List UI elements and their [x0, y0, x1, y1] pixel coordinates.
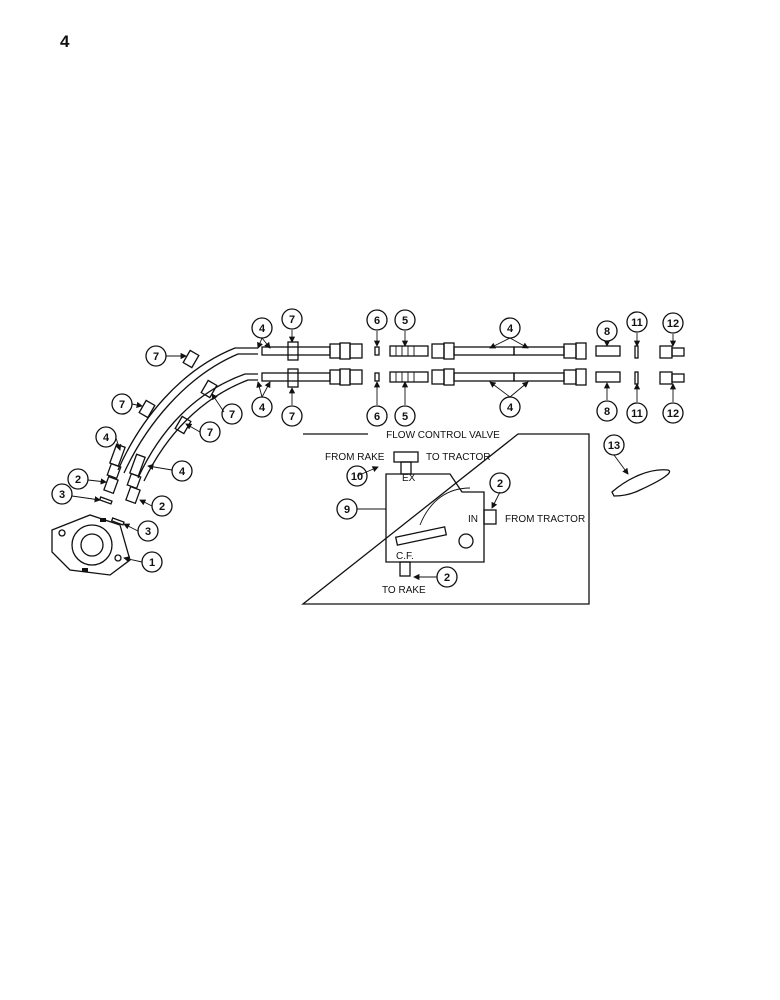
washers: [374, 346, 380, 382]
callout-7-a: 7: [281, 308, 303, 330]
svg-text:9: 9: [344, 504, 350, 516]
svg-text:7: 7: [153, 351, 159, 363]
callout-2-c: 2: [489, 472, 511, 494]
svg-text:4: 4: [103, 432, 110, 444]
callout-7-c: 7: [145, 345, 167, 367]
callout-12-b: 12: [662, 402, 684, 424]
callout-13: 13: [603, 434, 625, 456]
label-from-tractor: FROM TRACTOR: [505, 514, 585, 525]
label-to-rake: TO RAKE: [382, 585, 426, 596]
couplers-8: [595, 345, 621, 383]
svg-text:7: 7: [289, 411, 295, 423]
callout-7-b: 7: [281, 405, 303, 427]
svg-text:12: 12: [667, 318, 679, 330]
callout-12-a: 12: [662, 312, 684, 334]
svg-text:2: 2: [75, 474, 81, 486]
callout-11-a: 11: [626, 311, 648, 333]
svg-text:12: 12: [667, 408, 679, 420]
callout-4-a: 4: [251, 317, 273, 339]
label-from-rake-top: FROM RAKE: [325, 452, 385, 463]
callout-11-b: 11: [626, 402, 648, 424]
svg-text:4: 4: [259, 402, 266, 414]
callout-6-a: 6: [366, 309, 388, 331]
label-port-ex: EX: [402, 473, 416, 484]
svg-text:5: 5: [402, 315, 408, 327]
callout-leaders: [71, 330, 677, 581]
svg-text:4: 4: [507, 323, 514, 335]
hose-ferrules-motor-end: [106, 443, 146, 490]
callout-7-f: 7: [199, 421, 221, 443]
callout-9: 9: [336, 498, 358, 520]
svg-text:6: 6: [374, 411, 380, 423]
callout-4-e: 4: [95, 426, 117, 448]
callout-4-b: 4: [499, 317, 521, 339]
tips-12: [659, 345, 685, 385]
callout-10: 10: [346, 465, 368, 487]
svg-text:4: 4: [507, 402, 514, 414]
adapters-5: [389, 345, 429, 383]
flow-control-valve-title: FLOW CONTROL VALVE: [386, 430, 500, 441]
adapters-2-motor: [103, 475, 141, 505]
svg-text:11: 11: [631, 408, 643, 420]
callout-7-d: 7: [111, 393, 133, 415]
svg-text:8: 8: [604, 326, 610, 338]
label-to-tractor: TO TRACTOR: [426, 452, 490, 463]
svg-text:7: 7: [289, 314, 295, 326]
page-number: 4: [60, 32, 70, 51]
callout-2-a: 2: [67, 468, 89, 490]
svg-text:8: 8: [604, 406, 610, 418]
svg-text:7: 7: [229, 409, 235, 421]
svg-text:7: 7: [119, 399, 125, 411]
callout-4-d: 4: [499, 396, 521, 418]
hose-assembly-lower: [137, 368, 587, 482]
callout-8-b: 8: [596, 400, 618, 422]
label-port-in: IN: [468, 514, 478, 525]
hose-assembly-upper: [117, 342, 587, 474]
svg-text:2: 2: [444, 572, 450, 584]
hydraulic-motor-1: [51, 514, 131, 576]
svg-text:7: 7: [207, 427, 213, 439]
svg-text:4: 4: [259, 323, 266, 335]
callout-5-a: 5: [394, 309, 416, 331]
callout-5-b: 5: [394, 405, 416, 427]
callout-2-d: 2: [436, 566, 458, 588]
label-port-cf: C.F.: [396, 551, 414, 562]
callout-2-b: 2: [151, 495, 173, 517]
svg-text:6: 6: [374, 315, 380, 327]
svg-text:2: 2: [497, 478, 503, 490]
svg-text:3: 3: [59, 489, 65, 501]
callout-8-a: 8: [596, 320, 618, 342]
callout-7-e: 7: [221, 403, 243, 425]
callout-1: 1: [141, 551, 163, 573]
flow-control-valve-inset: FLOW CONTROL VALVE FROM RAKE TO TRACTOR …: [301, 430, 590, 605]
callout-3-b: 3: [137, 520, 159, 542]
callout-4-c: 4: [251, 396, 273, 418]
svg-text:13: 13: [608, 440, 620, 452]
svg-text:11: 11: [631, 317, 643, 329]
callout-3-a: 3: [51, 483, 73, 505]
svg-text:2: 2: [159, 501, 165, 513]
svg-text:4: 4: [179, 466, 186, 478]
svg-text:5: 5: [402, 411, 408, 423]
cable-tie-13: [611, 469, 671, 497]
callout-6-b: 6: [366, 405, 388, 427]
svg-text:1: 1: [149, 557, 155, 569]
svg-text:3: 3: [145, 526, 151, 538]
o-rings-11: [634, 345, 639, 385]
svg-text:10: 10: [351, 471, 363, 483]
callout-4-f: 4: [171, 460, 193, 482]
